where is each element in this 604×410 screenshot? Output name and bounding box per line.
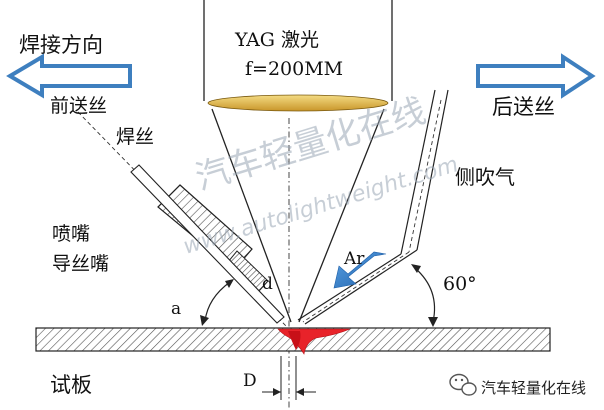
logo-text: 汽车轻量化在线 bbox=[481, 379, 586, 397]
angle-a-arrowhead-top bbox=[225, 279, 234, 288]
label-welding-direction: 焊接方向 bbox=[19, 33, 103, 57]
label-focal-length: f=200MM bbox=[245, 58, 343, 80]
dimension-D-arrowhead-right bbox=[296, 388, 304, 396]
label-wire-guide-nozzle: 导丝嘴 bbox=[52, 253, 109, 275]
label-laser: YAG 激光 bbox=[234, 29, 319, 51]
gas-pipe-outer bbox=[400, 89, 436, 255]
weld-pool-core bbox=[288, 331, 301, 350]
gas-flow-arrow bbox=[333, 251, 387, 289]
gas-flow-dashed-lower bbox=[302, 251, 410, 323]
gas-pipe-lower-inner bbox=[304, 249, 418, 325]
label-back-feed: 后送丝 bbox=[492, 95, 555, 119]
label-gas-ar: Ar bbox=[343, 249, 365, 269]
angle-60-arrowhead-top bbox=[411, 264, 421, 273]
laser-beam-right bbox=[298, 108, 385, 323]
focusing-lens bbox=[207, 94, 389, 112]
label-nozzle: 喷嘴 bbox=[52, 223, 90, 245]
angle-a-arc bbox=[204, 281, 231, 322]
welding-direction-arrow bbox=[6, 53, 132, 99]
gas-pipe-inner bbox=[416, 89, 449, 251]
label-angle-a: a bbox=[171, 299, 181, 319]
angle-60-arc bbox=[414, 267, 436, 323]
laser-beam-left bbox=[211, 108, 292, 323]
label-offset-D: D bbox=[243, 371, 257, 391]
label-distance-d: d bbox=[262, 274, 273, 294]
label-side-gas: 侧吹气 bbox=[455, 165, 515, 189]
label-wire: 焊丝 bbox=[116, 126, 154, 148]
angle-a-arrowhead bbox=[200, 315, 209, 326]
angle-60-arrowhead bbox=[428, 317, 438, 327]
gas-pipe-lower-outer bbox=[297, 253, 402, 321]
label-front-feed: 前送丝 bbox=[50, 95, 107, 117]
back-feed-arrow bbox=[476, 53, 596, 99]
welding-wire bbox=[130, 164, 285, 324]
wechat-icon bbox=[449, 373, 477, 396]
label-angle-60: 60° bbox=[443, 273, 477, 295]
dimension-D-arrowhead-left bbox=[273, 388, 281, 396]
label-specimen: 试板 bbox=[50, 373, 92, 397]
gas-flow-dashed bbox=[408, 99, 442, 253]
